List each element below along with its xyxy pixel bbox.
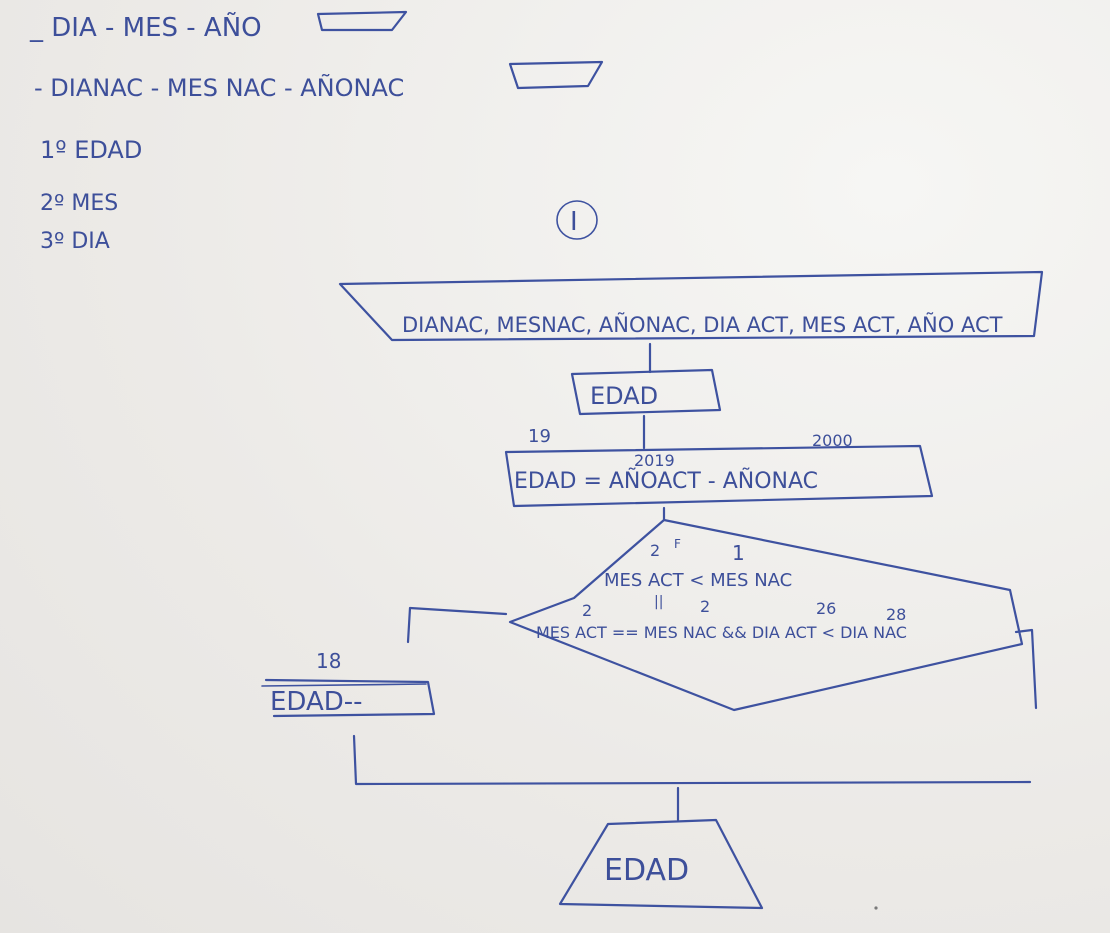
decision-annot-g: 28	[886, 605, 906, 624]
branch-annot: 18	[316, 649, 341, 673]
paper-speck	[874, 906, 878, 910]
process-2-annot-mid: 2019	[634, 451, 675, 470]
input-label: DIANAC, MESNAC, AÑONAC, DIA ACT, MES ACT…	[402, 311, 1003, 337]
decision-annot-e: 26	[816, 599, 836, 618]
decision-line-1: MES ACT < MES NAC	[604, 570, 792, 591]
priority-item-3: 3º DIA	[40, 229, 110, 254]
process-2-annot-right: 2000	[812, 431, 853, 450]
decision-diamond	[508, 518, 1024, 712]
priority-item-1: 1º EDAD	[40, 136, 142, 164]
section-label-circle	[556, 200, 598, 240]
header-note-2-output-symbol	[508, 60, 604, 90]
branch-edad-decrement-label: EDAD--	[270, 687, 363, 717]
decision-annot-c: 2	[582, 601, 592, 620]
merge-line	[352, 734, 1032, 786]
input-parallelogram	[338, 270, 1044, 342]
header-note-2: - DIANAC - MES NAC - AÑONAC	[34, 72, 404, 102]
process-edad-box	[570, 368, 722, 416]
section-label: I	[570, 207, 578, 237]
process-edad-calc-label: EDAD = AÑOACT - AÑONAC	[514, 467, 818, 494]
output-label: EDAD	[604, 853, 689, 888]
decision-annot-d: 2	[700, 597, 710, 616]
process-edad-calc-box	[504, 444, 934, 508]
output-trapezoid	[558, 818, 764, 910]
decision-line-2: MES ACT == MES NAC && DIA ACT < DIA NAC	[536, 623, 907, 642]
header-note-1: _ DIA - MES - AÑO	[29, 11, 262, 43]
decision-annot-f: F	[674, 537, 681, 551]
process-2-annot-left: 19	[528, 426, 551, 447]
branch-underline	[261, 683, 427, 687]
header-note-1-output-symbol	[316, 10, 408, 32]
decision-annot-or: ||	[654, 594, 663, 610]
decision-annot-b: 1	[732, 541, 745, 565]
process-edad-label: EDAD	[590, 382, 658, 410]
branch-right-connector	[1014, 628, 1038, 710]
branch-edad-decrement-box	[264, 678, 436, 718]
priority-item-2: 2º MES	[40, 191, 118, 216]
decision-annot-a: 2	[650, 541, 660, 560]
branch-left-connector	[406, 606, 508, 644]
